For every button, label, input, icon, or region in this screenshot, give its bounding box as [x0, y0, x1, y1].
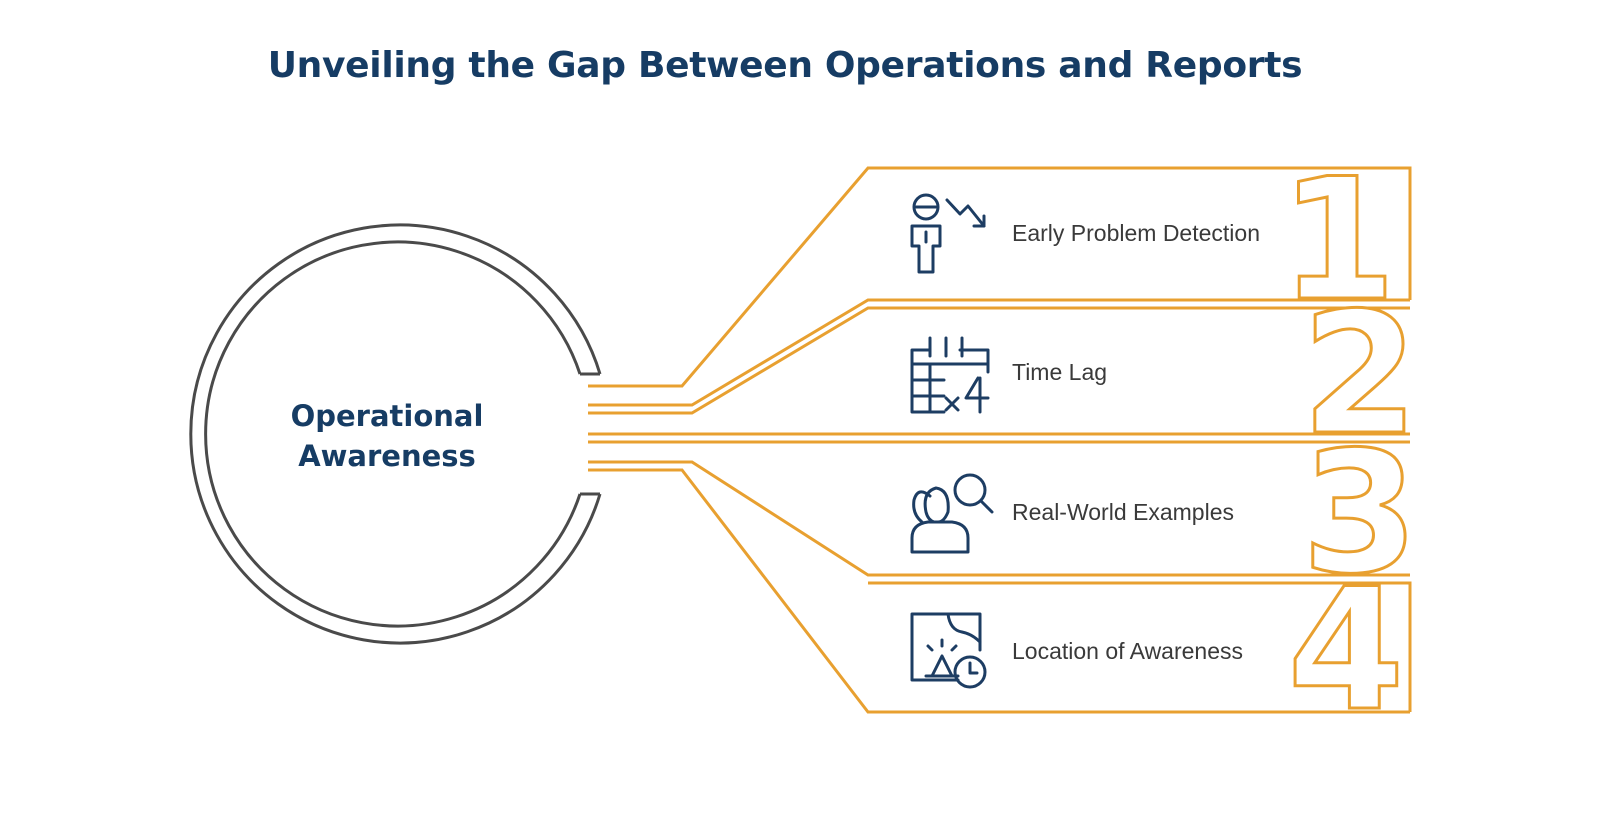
branch-1-number: 1 — [1280, 142, 1397, 338]
people-search-icon — [910, 473, 994, 554]
center-label-line2: Awareness — [298, 439, 476, 473]
page-title: Unveiling the Gap Between Operations and… — [268, 45, 1303, 86]
branch-4-label: Location of Awareness — [1012, 638, 1243, 664]
calendar-multiply-icon — [910, 336, 990, 414]
map-alert-clock-icon — [910, 612, 987, 689]
branch-4-number: 4 — [1288, 552, 1405, 748]
branch-2: 2 Time Lag — [588, 275, 1420, 474]
center-ring — [189, 223, 602, 645]
branch-3-label: Real-World Examples — [1012, 499, 1234, 525]
person-decline-icon — [910, 193, 986, 274]
branch-1: 1 Early Problem Detection — [588, 141, 1412, 407]
branch-1-label: Early Problem Detection — [1012, 220, 1260, 246]
branch-3: 3 Real-World Examples — [588, 414, 1420, 613]
center-label-line1: Operational — [291, 399, 484, 433]
branch-3-number: 3 — [1302, 415, 1419, 611]
branch-4: 4 Location of Awareness — [588, 468, 1412, 750]
branch-2-label: Time Lag — [1012, 359, 1107, 385]
branch-2-number: 2 — [1302, 276, 1419, 472]
